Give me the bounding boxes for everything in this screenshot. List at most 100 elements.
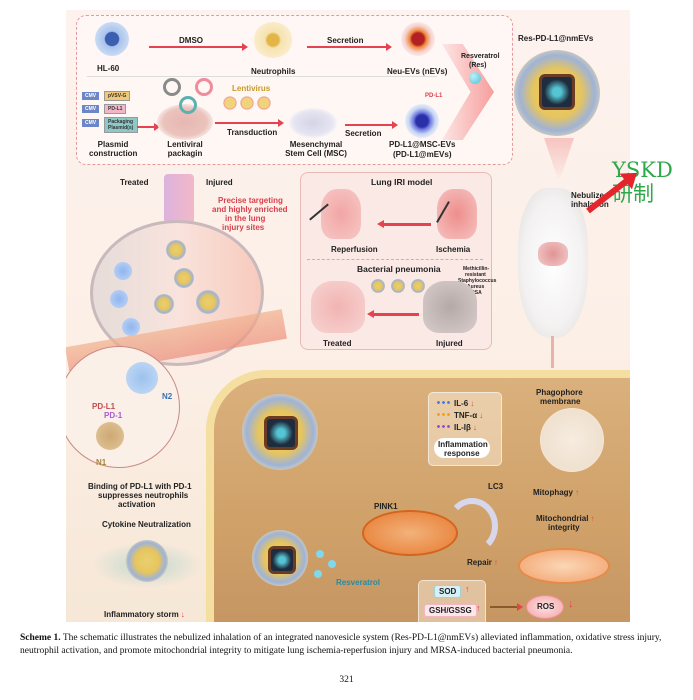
pink1-label: PINK1 (374, 502, 398, 511)
alveolus-ev-2 (174, 268, 194, 288)
ev-core (539, 74, 575, 110)
alveolus-ev-3 (154, 294, 174, 314)
n2-neutrophil-icon (126, 362, 158, 394)
targeting-text-2: and highly enriched (212, 205, 288, 214)
caption-text: The schematic illustrates the nebulized … (20, 633, 662, 656)
plasmid-ring-grey (163, 78, 181, 96)
dmso-arrow (149, 43, 248, 51)
injured-label-models: Injured (436, 339, 463, 348)
caption-label: Scheme 1. (20, 633, 61, 643)
plasmid-to-packaging-arrow (137, 123, 160, 131)
iri-model-title: Lung IRI model (371, 177, 433, 187)
il1b-dots-icon (436, 424, 450, 430)
lentivirus-particle-1 (223, 96, 237, 110)
pneumonia-ev-1 (371, 279, 385, 293)
watermark: YSKD 研制 (612, 158, 673, 206)
mrsa-text-2: resistant (465, 272, 486, 278)
ischemia-to-reperfusion-arrow (377, 220, 431, 228)
neu-ev-icon (401, 22, 435, 56)
phagophore-label-1: Phagophore (536, 388, 583, 397)
resveratrol-label: Resveratrol (461, 53, 500, 60)
neutrophils-label: Neutrophils (251, 67, 296, 76)
tnf-dots-icon (436, 412, 450, 418)
gsh-badge: GSH/GSSG (424, 604, 477, 617)
plasmid-pvsvg: pVSV-G (104, 91, 131, 101)
transduction-arrow (215, 119, 284, 127)
mouse-lungs (538, 242, 568, 266)
mitophagy-label: Mitophagy↑ (533, 488, 579, 497)
cytokine-ev (126, 540, 168, 582)
ischemia-lung (437, 189, 477, 239)
mito-integrity-label-1: Mitochondrial↑ (536, 514, 594, 523)
to-ros-arrow (490, 603, 523, 611)
scheme-caption: Scheme 1. The schematic illustrates the … (20, 632, 674, 658)
preparation-pipeline-box: HL-60 DMSO Neutrophils Secretion Neu-EVs… (76, 15, 513, 165)
pneumonia-title: Bacterial pneumonia (357, 264, 441, 274)
il6-dots-icon (436, 400, 450, 406)
cmv-promoter-2: CMV (82, 105, 100, 113)
product-label: Res-PD-L1@nmEVs (518, 34, 594, 43)
pd-l1-label: PD-L1 (92, 402, 116, 411)
secretion-label-bottom: Secretion (345, 129, 382, 138)
treated-label-alveolus: Treated (120, 178, 149, 187)
res-sphere-3 (314, 570, 322, 578)
reperfusion-label: Reperfusion (331, 245, 378, 254)
nebulized-label: Nebulized (571, 191, 609, 200)
panel-divider (307, 259, 483, 260)
pd-l1-tag: PD-L1 (425, 93, 443, 99)
pd1-binding-caption-1: Binding of PD-L1 with PD-1 (88, 482, 192, 491)
injured-lung (423, 281, 477, 333)
sod-up-arrow-icon: ↑ (465, 584, 470, 594)
pd1-binding-caption-2: suppresses neutrophils (98, 491, 189, 500)
res-sphere-1 (316, 550, 324, 558)
airway-tube (164, 174, 194, 224)
hl60-cell-icon (95, 22, 129, 56)
cmv-promoter-1: CMV (82, 92, 100, 100)
sod-badge: SOD (434, 585, 462, 598)
resveratrol-cell-label: Resveratrol (336, 578, 381, 587)
il1b-text: IL-Iβ (454, 423, 471, 432)
down-arrow-icon: ↓ (180, 610, 185, 619)
il1b-label: IL-Iβ↓ (454, 423, 477, 432)
inflammatory-storm-text: Inflammatory storm (104, 610, 179, 619)
lentivirus-particle-3 (257, 96, 271, 110)
treated-lung (311, 281, 365, 333)
plasmid-ring-teal (179, 96, 197, 114)
immune-cell-1 (114, 262, 132, 280)
integrity-up-arrow-icon: ↑ (590, 514, 595, 523)
dmso-label: DMSO (179, 36, 203, 45)
lc3-label: LC3 (488, 482, 504, 491)
secretion-label-top: Secretion (327, 36, 364, 45)
tnf-label: TNF-α↓ (454, 411, 483, 420)
neutrophil-zoom-circle (66, 346, 180, 468)
phagophore-arc (446, 498, 498, 554)
pd-l1-mevs-label: (PD-L1@mEVs) (393, 150, 452, 159)
immune-cell-2 (110, 290, 128, 308)
pneumonia-ev-3 (411, 279, 425, 293)
page-number: 321 (339, 675, 354, 685)
mitophagy-up-arrow-icon: ↑ (575, 488, 579, 497)
phagophore-circle (540, 408, 604, 472)
pd-l1-msc-evs-label: PD-L1@MSC-EVs (389, 140, 456, 149)
damaged-mitochondrion (362, 510, 458, 556)
plasmid-pd-l1: PD-L1 (104, 104, 127, 114)
tnf-text: TNF-α (454, 411, 478, 420)
ros-label: ROS (537, 602, 555, 611)
msc-label: Mesenchymal Stem Cell (MSC) (285, 140, 347, 158)
nebulizer-cone (544, 138, 574, 178)
ischemia-label: Ischemia (436, 245, 471, 254)
repair-label: Repair↑ (467, 558, 498, 567)
sod-text: SOD (439, 587, 457, 596)
plasmid-packaging: Packaging Plasmid(s) (104, 117, 138, 133)
alveolus-ev-1 (166, 240, 186, 260)
pd-l1-mev-icon (405, 104, 439, 138)
membrane-ev-core (264, 416, 298, 450)
mitophagy-text: Mitophagy (533, 488, 573, 497)
inflammation-response-text-2: response (444, 449, 480, 458)
pneumonia-ev-2 (391, 279, 405, 293)
mrsa-text-1: Methicillin- (463, 266, 490, 272)
ros-icon (526, 595, 564, 619)
mrsa-text-4: Aureus (467, 284, 485, 290)
mrsa-text-3: Staphylococcus (458, 278, 497, 284)
treated-label-models: Treated (323, 339, 352, 348)
